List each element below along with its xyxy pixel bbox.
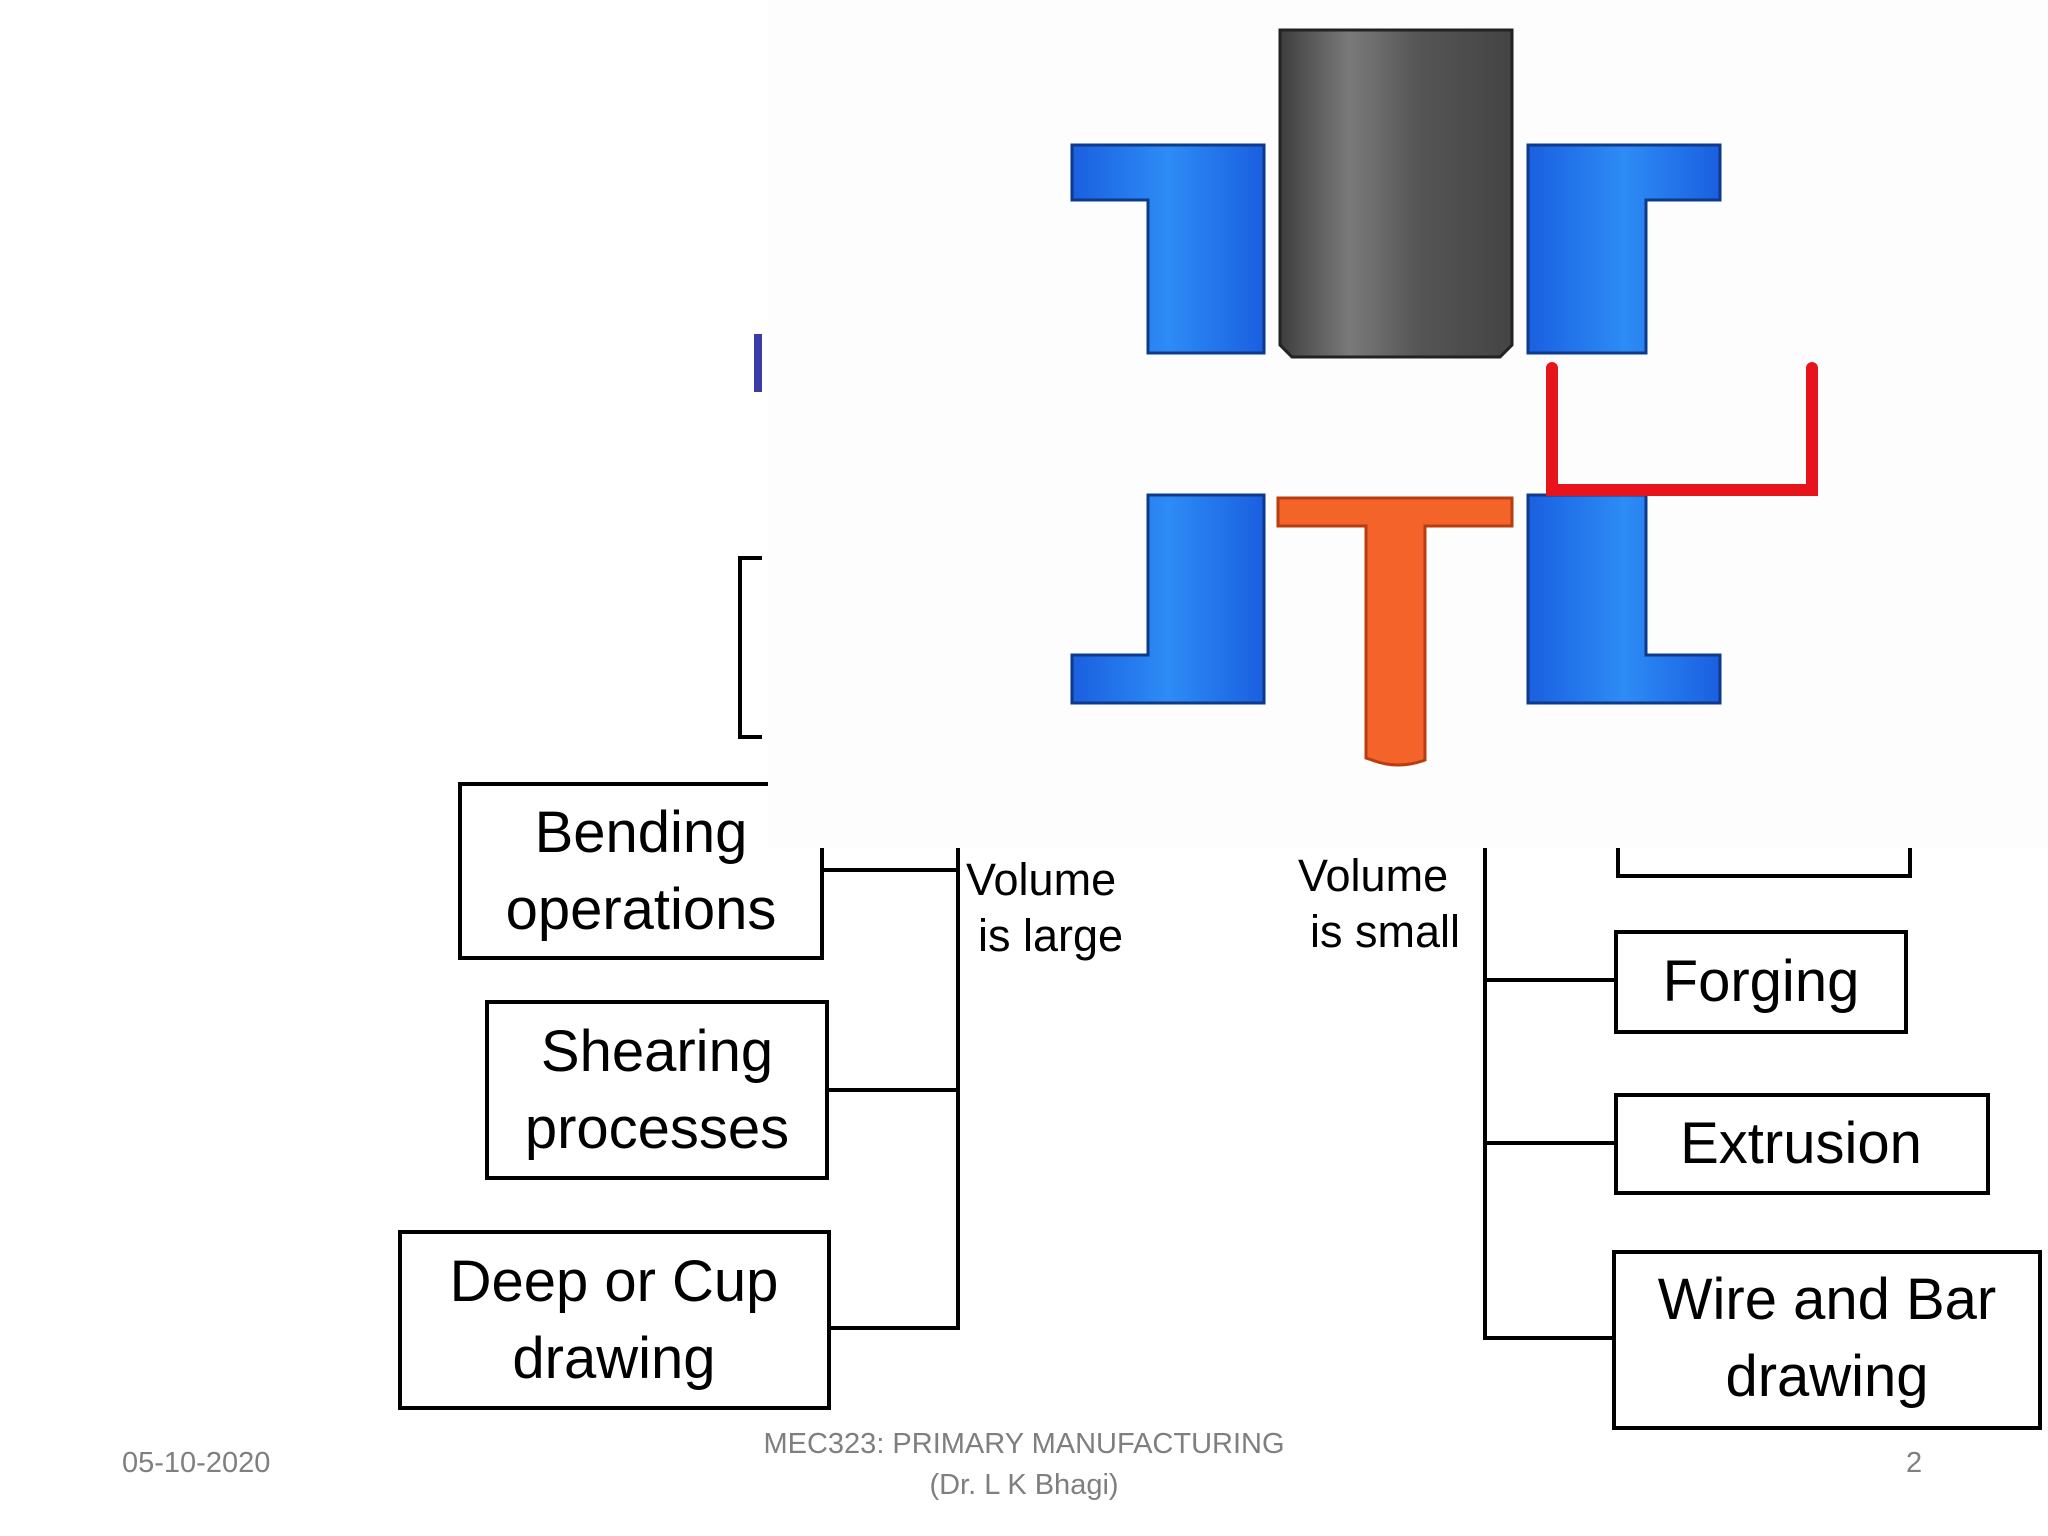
footer-page-number: 2	[1906, 1447, 1923, 1479]
label-bending: Bending operations	[506, 795, 777, 948]
volume-large-line2: is large	[978, 910, 1124, 962]
volume-large-line1: Volume	[966, 854, 1117, 905]
ram-punch	[1276, 496, 1514, 767]
upper-die-left	[1070, 143, 1266, 355]
footer-course-line1: MEC323: PRIMARY MANUFACTURING	[763, 1428, 1285, 1460]
label-deep-cup-line1: Deep or Cup	[449, 1249, 779, 1314]
volume-large-label: Volume is large	[966, 852, 1123, 965]
left-tree-boxes	[398, 782, 831, 1410]
box-bending-operations	[458, 782, 824, 960]
label-deep-cup: Deep or Cup drawing	[450, 1244, 779, 1397]
label-extrusion-line1: Extrusion	[1680, 1111, 1922, 1176]
hidden-title-fragment	[754, 334, 762, 392]
label-shearing: Shearing processes	[525, 1014, 789, 1167]
label-wire-bar-line1: Wire and Bar	[1657, 1267, 1997, 1332]
right-tree-connectors	[1483, 845, 1616, 1340]
label-shearing-line1: Shearing	[540, 1019, 774, 1084]
footer-date: 05-10-2020	[122, 1447, 271, 1479]
label-bending-line2: operations	[505, 876, 777, 942]
label-forging: Forging	[1663, 944, 1860, 1021]
left-tree-connectors	[822, 845, 960, 1330]
hidden-bracket	[738, 556, 762, 739]
box-deep-cup-drawing	[398, 1230, 831, 1410]
footer-course-line2: (Dr. L K Bhagi)	[929, 1468, 1119, 1501]
label-extrusion: Extrusion	[1680, 1106, 1922, 1183]
volume-small-label: Volume is small	[1298, 848, 1460, 961]
label-bending-line1: Bending	[534, 800, 748, 865]
upper-die-right	[1526, 143, 1722, 355]
lower-die-left	[1070, 493, 1266, 705]
label-forging-line1: Forging	[1662, 949, 1860, 1014]
box-forging	[1614, 930, 1908, 1034]
extruded-profile	[1546, 362, 1818, 496]
volume-small-line2: is small	[1310, 906, 1461, 958]
label-deep-cup-line2: drawing	[512, 1325, 716, 1391]
box-shearing-processes	[485, 1000, 829, 1180]
label-wire-bar: Wire and Bar drawing	[1658, 1262, 1996, 1415]
box-extrusion	[1614, 1093, 1990, 1195]
billet	[1278, 28, 1514, 359]
box-wire-bar-drawing	[1612, 1250, 2042, 1430]
label-shearing-line2: processes	[524, 1095, 790, 1161]
volume-small-line1: Volume	[1298, 850, 1449, 901]
label-wire-bar-line2: drawing	[1725, 1343, 1929, 1409]
footer-course: MEC323: PRIMARY MANUFACTURING (Dr. L K B…	[763, 1424, 1284, 1505]
